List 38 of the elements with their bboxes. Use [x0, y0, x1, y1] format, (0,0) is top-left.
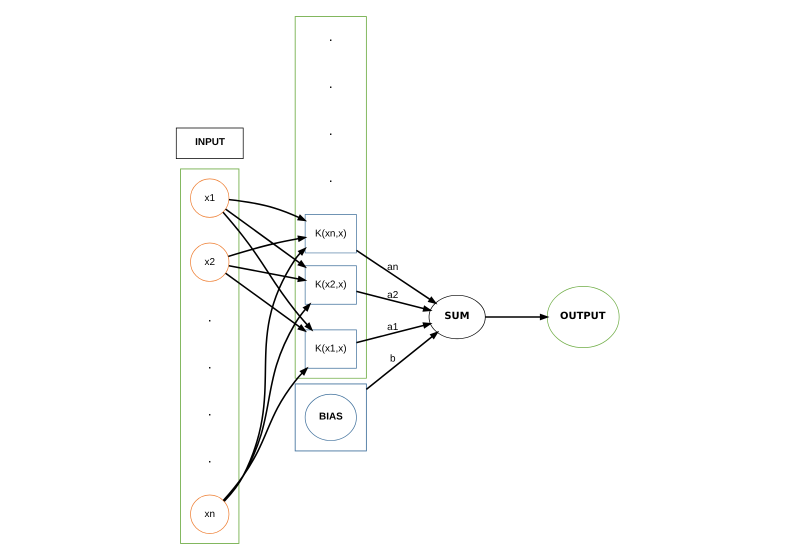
arrow [223, 246, 306, 502]
arrow [224, 272, 306, 332]
arrow [222, 212, 313, 332]
node-box: K(xn,x) [304, 214, 356, 254]
arrow [228, 198, 307, 222]
arrow [356, 290, 432, 312]
node-circle: x1 [190, 178, 229, 218]
cluster [294, 16, 366, 379]
node-ellipse: OUTPUT [546, 286, 619, 348]
label: . [207, 450, 212, 466]
label: . [207, 403, 212, 420]
node-circle: BIAS [304, 394, 356, 441]
edge-label: a1 [386, 322, 398, 333]
label: . [328, 76, 332, 92]
arrow [485, 314, 549, 320]
node-box: INPUT [175, 128, 244, 159]
edge-label: b [389, 353, 395, 364]
edge-label: a2 [386, 290, 398, 301]
edge-label: an [386, 262, 398, 274]
arrow [365, 330, 439, 390]
node-circle: xn [190, 494, 229, 534]
label: . [207, 356, 212, 372]
arrow [222, 366, 308, 502]
label: . [328, 28, 332, 45]
node-box: K(x1,x) [304, 329, 356, 369]
arrow [222, 302, 311, 502]
arrow [228, 236, 307, 258]
node-box: K(x2,x) [304, 265, 356, 305]
arrow [356, 322, 432, 344]
arrow [356, 250, 437, 304]
arrow [228, 264, 307, 282]
label: . [328, 170, 332, 186]
cluster [294, 384, 366, 452]
label: . [328, 122, 332, 139]
arrow [224, 208, 306, 268]
label: . [207, 309, 212, 326]
cluster [180, 168, 239, 544]
node-circle: x2 [190, 242, 229, 282]
